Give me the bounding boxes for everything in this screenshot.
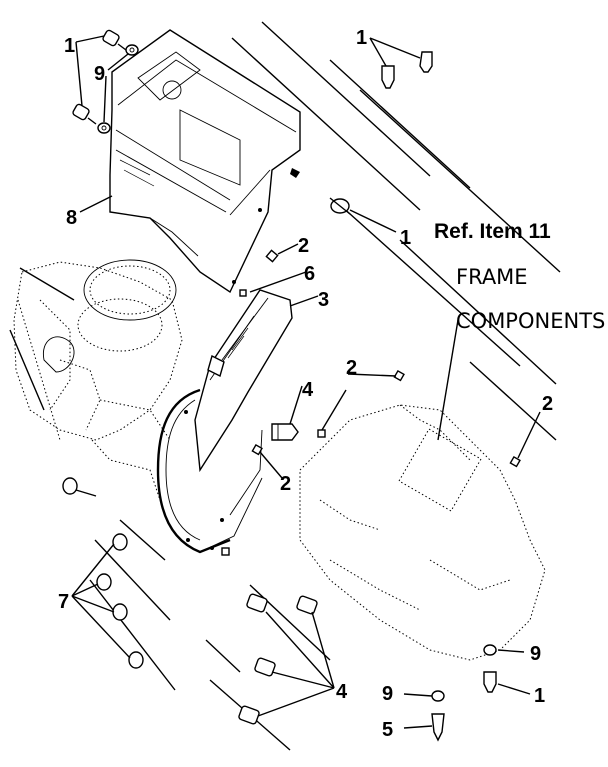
callout-2-c: 2 xyxy=(280,473,291,495)
nut-icon xyxy=(317,429,326,438)
blower-shroud-part-3 xyxy=(194,289,293,473)
nut-icon xyxy=(221,547,230,556)
bolt-icon xyxy=(128,651,144,669)
frame-label-line2: COMPONENTS xyxy=(456,309,605,333)
callout-9-top-left: 9 xyxy=(94,63,105,85)
bolt-icon xyxy=(112,533,128,551)
screw-icon xyxy=(329,197,351,215)
screw-icon xyxy=(419,51,433,73)
leader-lines xyxy=(71,35,541,729)
callout-numbers: 1 9 1 8 1 2 6 3 2 4 2 2 7 4 9 1 9 5 xyxy=(58,27,553,741)
bolt-icon xyxy=(62,477,97,497)
screw-icon xyxy=(431,713,445,742)
bolt-icon xyxy=(96,573,112,591)
screw-icon xyxy=(102,29,127,51)
engine-block xyxy=(13,259,183,501)
bolt-icon xyxy=(296,595,318,615)
callout-9-bottom-right: 9 xyxy=(530,643,541,665)
bolt-icon xyxy=(246,593,268,613)
callout-2-a: 2 xyxy=(298,235,309,257)
screw-icon xyxy=(483,671,497,693)
bolt-icon xyxy=(238,705,260,725)
shroud-housing-part-8 xyxy=(109,29,301,294)
screw-icon xyxy=(72,103,97,125)
callout-4-a: 4 xyxy=(302,379,314,401)
frame-rails xyxy=(9,21,561,751)
callout-1-top-right: 1 xyxy=(356,27,367,49)
callout-1-bottom-right: 1 xyxy=(534,685,545,707)
callout-3: 3 xyxy=(318,289,329,311)
callout-8: 8 xyxy=(66,207,77,229)
nut-icon xyxy=(239,289,247,297)
nut-icon xyxy=(265,249,279,263)
nut-icon xyxy=(393,369,405,382)
fasteners xyxy=(62,29,521,742)
callout-6: 6 xyxy=(304,263,315,285)
washer-icon xyxy=(97,122,111,134)
fan-housing-scroll xyxy=(156,388,263,554)
callout-7: 7 xyxy=(58,591,69,613)
ref-item-label: Ref. Item 11 xyxy=(434,220,551,243)
bolt-icon xyxy=(254,657,276,677)
callout-1-mid-right: 1 xyxy=(400,227,411,249)
screw-icon xyxy=(381,65,395,89)
washer-icon xyxy=(125,44,139,56)
nut-icon xyxy=(509,455,521,468)
nut-icon xyxy=(251,443,263,456)
washer-icon xyxy=(431,690,445,702)
callout-1-top-left: 1 xyxy=(64,35,75,57)
frame-components-outline xyxy=(299,404,546,661)
bolt-icon xyxy=(112,603,128,621)
washer-icon xyxy=(483,644,497,656)
callout-9-bottom: 9 xyxy=(382,683,393,705)
callout-5: 5 xyxy=(382,719,393,741)
callout-4-b: 4 xyxy=(336,681,348,703)
frame-label-line1: FRAME xyxy=(456,265,528,289)
callout-2-b: 2 xyxy=(346,357,357,379)
callout-2-d: 2 xyxy=(542,393,553,415)
bolt-icon xyxy=(271,423,299,441)
